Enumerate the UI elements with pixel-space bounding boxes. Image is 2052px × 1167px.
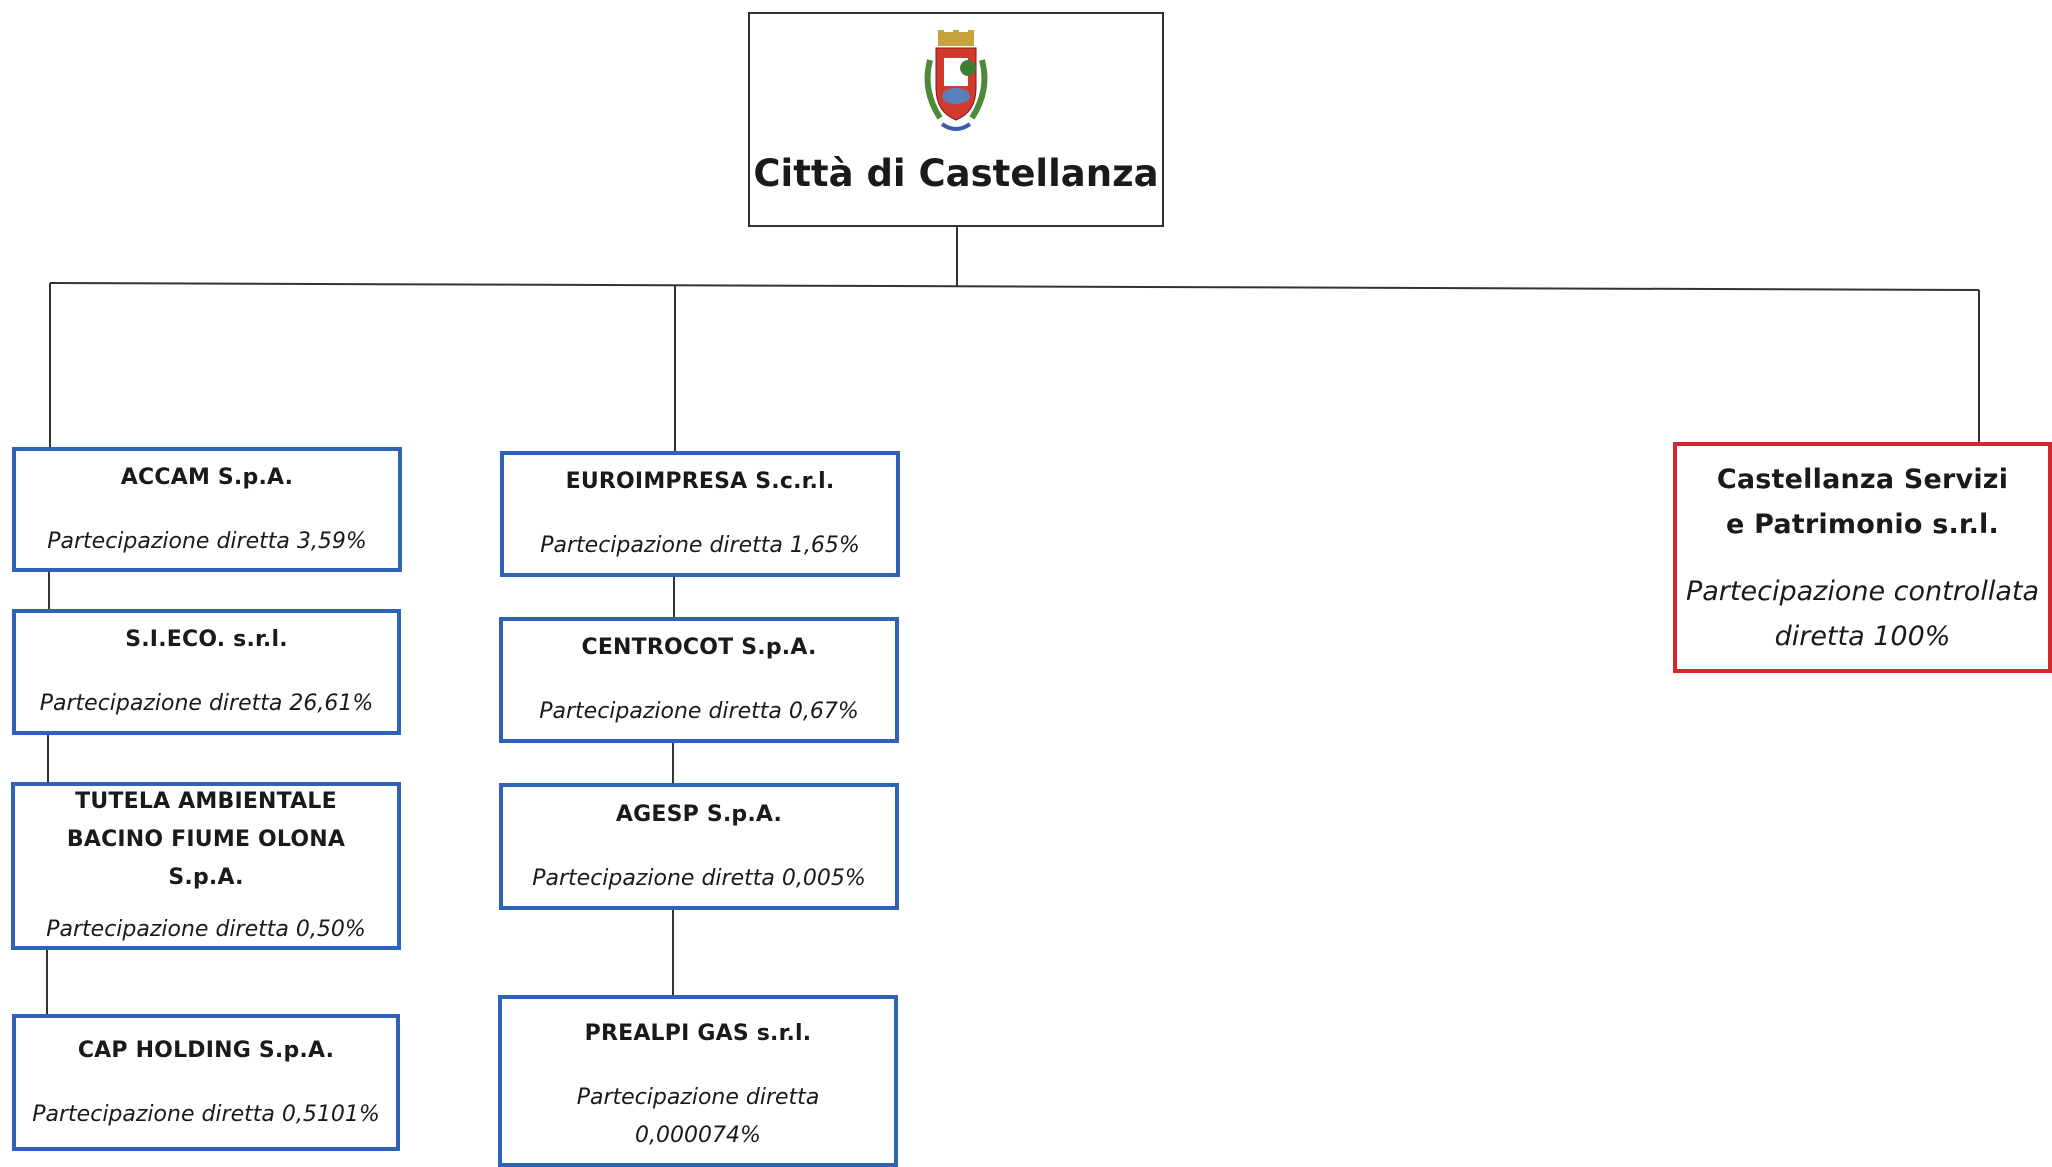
company-name: TUTELA AMBIENTALE BACINO FIUME OLONA S.p… [66,789,346,890]
company-share: Partecipazione diretta 26,61% [39,691,374,716]
company-box-accam: ACCAM S.p.A. Partecipazione diretta 3,59… [12,447,402,572]
company-name: EUROIMPRESA S.c.r.l. [565,469,835,494]
company-box-sieco: S.I.ECO. s.r.l. Partecipazione diretta 2… [12,609,401,735]
company-box-tutela: TUTELA AMBIENTALE BACINO FIUME OLONA S.p… [11,782,401,950]
company-share: Partecipazione diretta 0,005% [532,865,866,891]
company-box-csp: Castellanza Servizi e Patrimonio s.r.l. … [1673,442,2052,673]
company-box-agesp: AGESP S.p.A. Partecipazione diretta 0,00… [499,783,899,910]
connector-line [49,282,1980,291]
company-name: AGESP S.p.A. [615,801,783,827]
company-box-cap: CAP HOLDING S.p.A. Partecipazione dirett… [12,1014,400,1151]
company-name: CAP HOLDING S.p.A. [77,1037,335,1063]
company-share: Partecipazione controllata diretta 100% [1685,575,2040,652]
company-name: PREALPI GAS s.r.l. [584,1021,812,1046]
company-share: Partecipazione diretta 0,000074% [576,1085,820,1148]
company-box-centrocot: CENTROCOT S.p.A. Partecipazione diretta … [499,617,899,743]
company-share: Partecipazione diretta 0,50% [46,917,366,942]
company-name: S.I.ECO. s.r.l. [125,627,288,652]
root-entity: Città di Castellanza [748,12,1164,227]
company-share: Partecipazione diretta 0,5101% [32,1101,380,1127]
root-title: Città di Castellanza [753,152,1159,195]
company-box-prealpi: PREALPI GAS s.r.l. Partecipazione dirett… [498,995,898,1167]
company-name: CENTROCOT S.p.A. [581,635,817,660]
company-name: Castellanza Servizi e Patrimonio s.r.l. [1716,463,2009,540]
company-name: ACCAM S.p.A. [120,464,294,490]
company-share: Partecipazione diretta 0,67% [539,699,859,724]
company-share: Partecipazione diretta 1,65% [540,533,860,558]
company-box-euroimpresa: EUROIMPRESA S.c.r.l. Partecipazione dire… [500,451,900,577]
company-share: Partecipazione diretta 3,59% [47,528,367,554]
coat-of-arms-logo [924,30,988,131]
